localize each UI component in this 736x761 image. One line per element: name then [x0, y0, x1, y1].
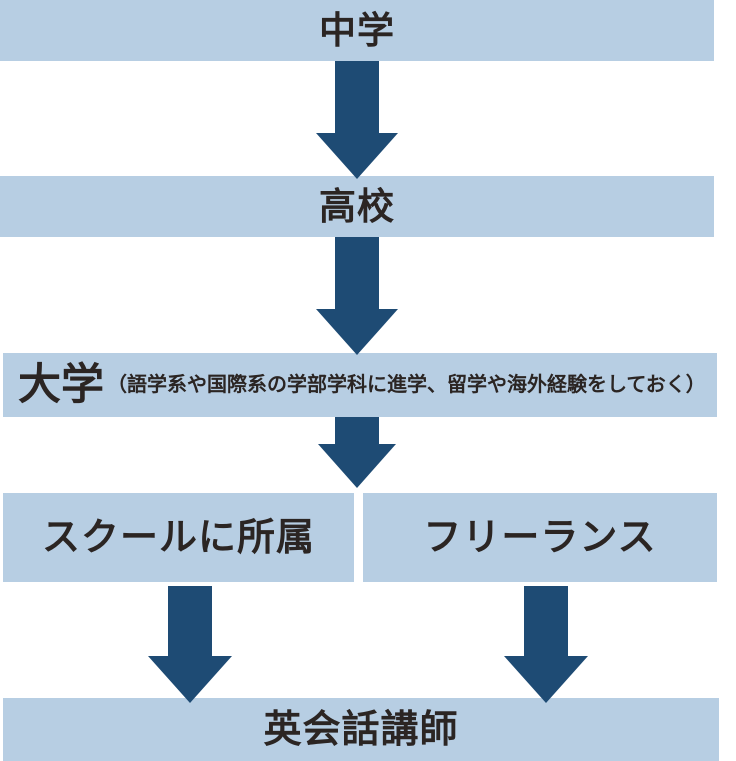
- arrow-shaft: [524, 586, 568, 656]
- down-arrow-icon-freelance-to-instructor: [504, 586, 588, 703]
- node-freelance-label: フリーランス: [423, 516, 657, 559]
- down-arrow-icon-middle-to-high: [316, 61, 398, 179]
- down-arrow-icon-high-to-univ: [316, 237, 398, 355]
- node-high-school: 高校: [0, 176, 714, 237]
- down-arrow-icon-school-to-instructor: [148, 586, 232, 703]
- arrow-shaft: [335, 237, 379, 309]
- arrow-head: [148, 656, 232, 703]
- node-middle-school: 中学: [0, 0, 714, 61]
- node-english-instructor-label: 英会話講師: [263, 708, 459, 751]
- node-university: 大学 （語学系や国際系の学部学科に進学、留学や海外経験をしておく）: [3, 353, 717, 417]
- arrow-shaft: [168, 586, 212, 656]
- node-university-label: 大学: [18, 360, 104, 409]
- arrow-head: [316, 309, 398, 355]
- node-middle-school-label: 中学: [319, 10, 395, 51]
- arrow-head: [318, 444, 396, 488]
- node-high-school-label: 高校: [319, 186, 395, 227]
- node-school-affiliation: スクールに所属: [3, 493, 354, 582]
- arrow-head: [504, 656, 588, 703]
- node-school-affiliation-label: スクールに所属: [41, 516, 315, 559]
- node-freelance: フリーランス: [363, 493, 717, 582]
- arrow-head: [316, 133, 398, 179]
- down-arrow-icon-univ-to-branches: [318, 417, 396, 488]
- arrow-shaft: [335, 61, 379, 133]
- node-english-instructor: 英会話講師: [3, 698, 719, 761]
- node-university-note: （語学系や国際系の学部学科に進学、留学や海外経験をしておく）: [107, 374, 706, 396]
- arrow-shaft: [335, 417, 379, 444]
